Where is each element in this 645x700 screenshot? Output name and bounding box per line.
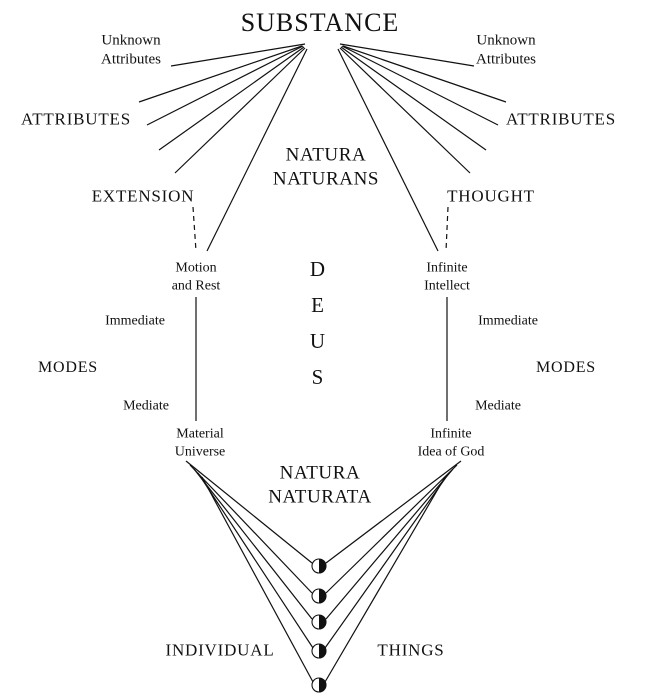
modes-right-label: MODES: [535, 359, 597, 376]
fan-line: [201, 476, 314, 683]
extension-label: EXTENSION: [91, 186, 195, 206]
fan-line: [324, 476, 446, 683]
individual-thing-node: [311, 677, 327, 693]
natura-naturata-label: NATURA NATURATA: [268, 462, 372, 507]
fan-line: [158, 46, 305, 151]
things-label: THINGS: [377, 640, 445, 660]
substance-right-fan: [337, 43, 507, 252]
fan-line: [185, 460, 313, 564]
fan-line: [342, 45, 507, 103]
unknown-attributes-left-label: Unknown Attributes: [101, 32, 161, 67]
attributes-right-label: ATTRIBUTES: [506, 109, 616, 129]
substance-left-fan: [138, 43, 308, 252]
fan-line: [193, 468, 313, 620]
motion-and-rest-label: Motion and Rest: [171, 260, 221, 294]
material-universe-label: Material Universe: [174, 426, 226, 460]
thought-label: THOUGHT: [447, 186, 535, 206]
infinite-idea-of-god-label: Infinite Idea of God: [417, 426, 485, 460]
natura-naturans-label: NATURA NATURANS: [272, 144, 380, 189]
individual-thing-node: [311, 588, 327, 604]
mediate-left-label: Mediate: [123, 398, 169, 414]
fan-line: [325, 468, 454, 620]
fan-line: [170, 43, 306, 67]
right-bottom-fan: [324, 460, 462, 683]
infinite-intellect-label: Infinite Intellect: [424, 260, 470, 294]
fan-line: [206, 48, 308, 252]
deus-label: D E U S: [309, 257, 327, 389]
immediate-left-label: Immediate: [105, 313, 165, 329]
fan-line: [340, 46, 487, 151]
fan-line: [197, 472, 314, 649]
left-bottom-fan: [185, 460, 314, 683]
unknown-attributes-right-label: Unknown Attributes: [476, 32, 536, 67]
modes-left-label: MODES: [37, 359, 99, 376]
individual-label: INDIVIDUAL: [165, 640, 275, 660]
individual-thing-node: [311, 558, 327, 574]
extension-to-motion-dashed-line: [192, 206, 197, 252]
individual-thing-nodes: [311, 558, 327, 693]
immediate-right-label: Immediate: [478, 313, 538, 329]
fan-line: [138, 45, 303, 103]
thought-to-intellect-dashed-line: [445, 206, 449, 252]
fan-line: [146, 45, 304, 126]
fan-line: [325, 464, 458, 594]
fan-line: [339, 47, 471, 174]
substance-label: SUBSTANCE: [240, 7, 400, 37]
fan-line: [325, 460, 462, 564]
fan-line: [337, 48, 439, 252]
fan-line: [189, 464, 313, 594]
mediate-right-label: Mediate: [475, 398, 521, 414]
attributes-left-label: ATTRIBUTES: [21, 109, 131, 129]
fan-line: [324, 472, 450, 649]
fan-line: [174, 47, 306, 174]
individual-thing-node: [311, 614, 327, 630]
fan-line: [339, 43, 475, 67]
individual-thing-node: [311, 643, 327, 659]
fan-line: [341, 45, 499, 126]
